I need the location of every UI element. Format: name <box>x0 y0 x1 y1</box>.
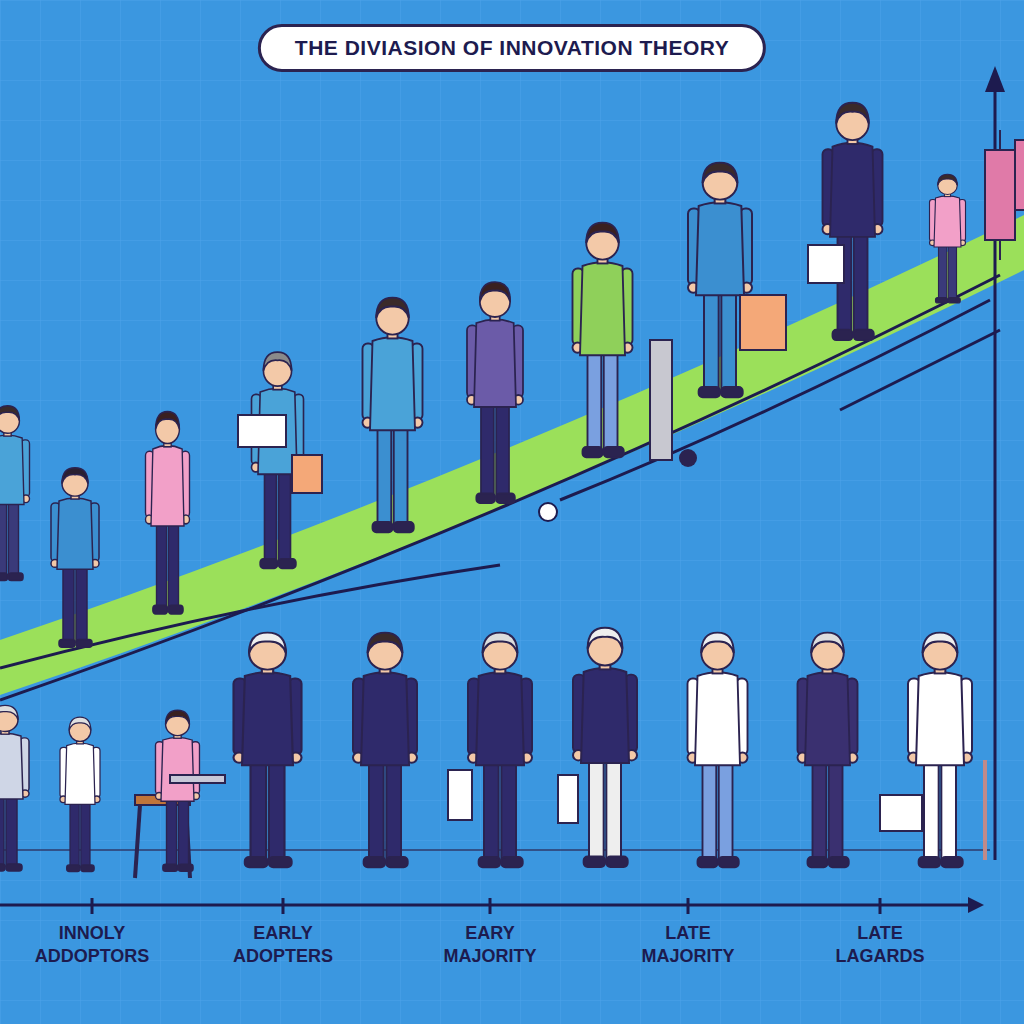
category-label: LATE MAJORITY <box>624 922 752 967</box>
category-label: INNOLY ADDOPTORS <box>28 922 156 967</box>
title-pill: THE DIVIASION OF INNOVATION THEORY <box>258 24 766 72</box>
category-label: LATE LAGARDS <box>816 922 944 967</box>
category-label: EARLY ADOPTERS <box>219 922 347 967</box>
title-text: THE DIVIASION OF INNOVATION THEORY <box>295 36 729 60</box>
category-label: EARY MAJORITY <box>426 922 554 967</box>
